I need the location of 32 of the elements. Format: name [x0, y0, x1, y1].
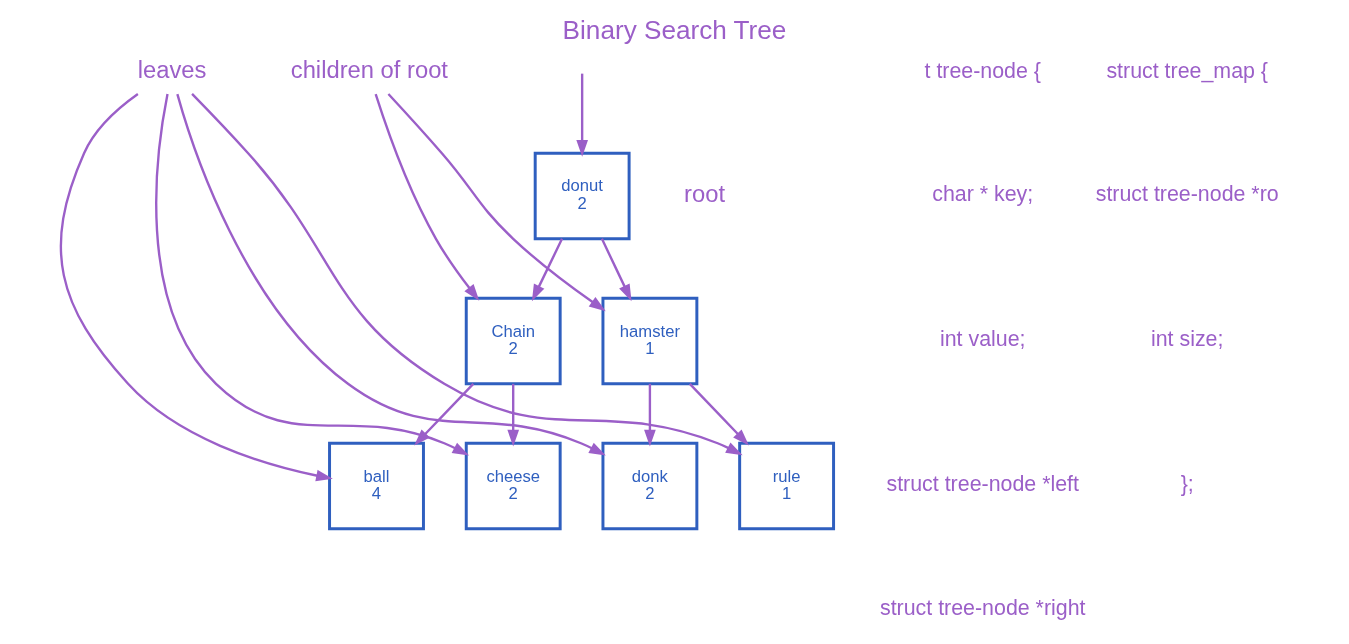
node-box: Chain 2 [464, 296, 562, 386]
diagram-title: Binary Search Tree [562, 14, 787, 45]
label: struct tree-node *right [879, 595, 1086, 620]
node-text: leaves [137, 56, 207, 84]
arrow [507, 383, 520, 447]
label: struct tree_map { [1106, 58, 1268, 83]
label: int size; [1150, 327, 1224, 352]
label: t tree-node { [924, 58, 1041, 83]
arrow [155, 93, 470, 456]
node-box: ball 4 [328, 441, 425, 531]
node-box: donk 2 [601, 441, 699, 531]
arrow [374, 93, 480, 301]
node-text: children of root [290, 56, 448, 84]
arrow [576, 73, 588, 157]
arrow [59, 93, 333, 482]
arrow [191, 93, 743, 456]
arrow [387, 93, 606, 312]
node-box: donut 2 [533, 151, 631, 241]
node-box: cheese 2 [464, 441, 562, 531]
arrow [176, 93, 606, 456]
arrow [644, 383, 656, 447]
arrow [531, 238, 564, 302]
arrow [688, 383, 749, 446]
node-label: root [684, 179, 726, 207]
arrow [600, 238, 632, 302]
label: int value; [939, 327, 1026, 352]
label: char * key; [932, 182, 1034, 207]
node-box: hamster 1 [601, 296, 699, 386]
label: struct tree-node *ro [1095, 182, 1279, 207]
label: }; [1180, 472, 1194, 497]
label: struct tree-node *left [886, 472, 1079, 497]
node-box: rule 1 [738, 441, 836, 531]
